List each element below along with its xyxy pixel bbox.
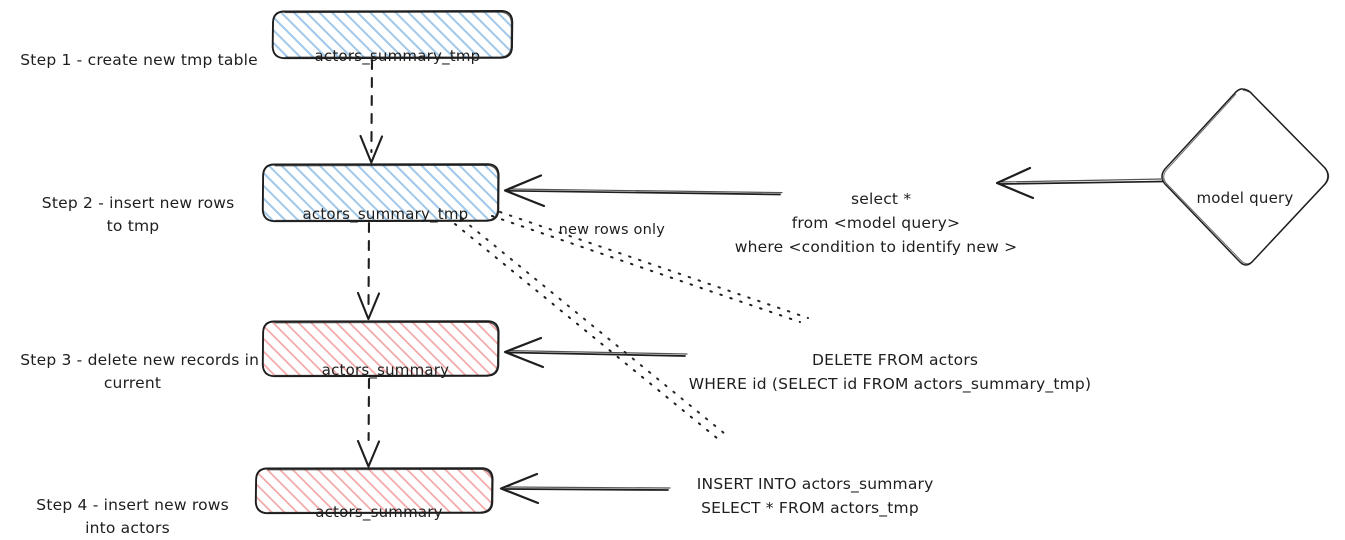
node4-outline xyxy=(254,467,494,515)
node4-outline-2 xyxy=(267,468,493,513)
diagram-canvas xyxy=(254,10,1330,515)
edge-label-new-rows-only: new rows only xyxy=(558,222,666,238)
arrow-node1-to-node2 xyxy=(359,58,384,164)
node2-outline-2 xyxy=(274,164,499,221)
node-model-query[interactable] xyxy=(1161,88,1330,266)
dotted-leader-to-delete-sql xyxy=(491,211,809,323)
node-actors-summary-tmp-1[interactable] xyxy=(271,10,514,60)
node2-label: actors_summary_tmp xyxy=(302,205,469,223)
arrow-node2-to-node3 xyxy=(356,221,381,321)
node3-outline-2 xyxy=(274,321,499,376)
node4-fill xyxy=(255,468,493,513)
node1-fill xyxy=(272,11,513,58)
model-query-label: model query xyxy=(1196,189,1294,207)
arrow-new-rows-only xyxy=(503,174,783,208)
annotation-insert-sql: INSERT INTO actors_summary SELECT * FROM… xyxy=(696,475,934,517)
annotation-model-query-sql: select * from <model query> where <condi… xyxy=(734,190,1018,256)
step-4-text: Step 4 - insert new rows into actors xyxy=(36,496,229,537)
node4-label: actors_summary xyxy=(315,503,443,521)
step-label-4: Step 4 - insert new rows into actors xyxy=(20,471,235,540)
step-3-text: Step 3 - delete new records in current xyxy=(20,351,260,392)
step-label-2: Step 2 - insert new rows to tmp xyxy=(22,169,244,238)
node1-outline-2 xyxy=(284,11,512,58)
node3-label: actors_summary xyxy=(321,361,450,379)
node-actors-summary-3[interactable] xyxy=(261,320,500,378)
step-label-1: Step 1 - create new tmp table xyxy=(10,26,260,72)
step-1-text: Step 1 - create new tmp table xyxy=(20,51,258,69)
node-actors-summary-tmp-2[interactable] xyxy=(261,163,500,223)
arrow-delete-sql-to-node3 xyxy=(503,336,688,369)
model-query-outline-2 xyxy=(1163,89,1330,265)
annotation-delete-sql: DELETE FROM actors WHERE id (SELECT id F… xyxy=(688,351,1092,393)
arrow-insert-sql-to-node4 xyxy=(499,472,671,505)
arrow-node3-to-node4 xyxy=(356,377,381,468)
node1-label: actors_summary_tmp xyxy=(314,47,481,65)
node2-outline xyxy=(261,163,500,223)
step-label-3: Step 3 - delete new records in current xyxy=(10,326,259,395)
node3-outline xyxy=(261,320,500,378)
step-2-text: Step 2 - insert new rows to tmp xyxy=(41,194,235,235)
node3-fill xyxy=(262,321,499,376)
arrow-model-query-to-sql xyxy=(995,166,1164,200)
node1-outline xyxy=(271,10,514,60)
node-actors-summary-4[interactable] xyxy=(254,467,494,515)
node2-fill xyxy=(262,164,499,221)
